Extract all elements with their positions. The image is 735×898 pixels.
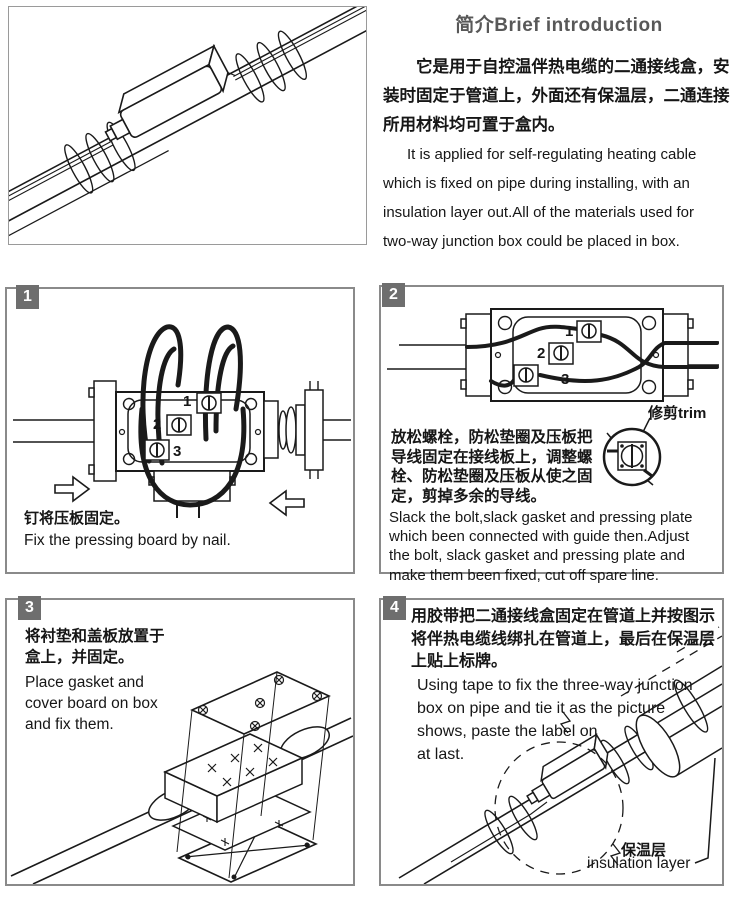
insulation-tube [635, 665, 722, 778]
trim-label: 修剪trim [648, 405, 707, 422]
heating-cable [450, 801, 548, 863]
cable-ties [484, 679, 709, 855]
junction-box [104, 43, 229, 142]
step1-caption-en: Fix the pressing board by nail. [24, 532, 231, 549]
step-number-badge: 4 [383, 596, 406, 620]
pipe-with-junction-box-drawing [9, 7, 366, 244]
overview-figure [8, 6, 367, 245]
insulation-label-zh: 保温层 [621, 842, 667, 859]
box-body [163, 733, 304, 824]
cable-ties-right [235, 30, 307, 103]
trim-inset [602, 417, 662, 487]
screw-label-2: 2 [537, 345, 546, 362]
pipe-bottom-edge [9, 9, 366, 241]
step-number-badge: 3 [18, 596, 41, 620]
guide-lines [176, 671, 330, 879]
step-number-badge: 1 [16, 285, 39, 309]
arrow-left-icon [268, 489, 305, 517]
intro-paragraph-zh: 它是用于自控温伴热电缆的二通接线盒，安 装时固定于管道上，外面还有保温层，二通连… [383, 58, 730, 134]
dashed-circle [494, 741, 624, 875]
pipe-near-edge [9, 149, 169, 244]
cable-ties-left [64, 121, 136, 194]
step-number-badge: 2 [382, 283, 405, 307]
break-mark-bottom [609, 843, 622, 866]
trim-leader-line [642, 417, 651, 433]
step2-diagram [387, 308, 719, 487]
step-panel-2: 2 [379, 283, 724, 584]
heating-cable [9, 141, 111, 222]
step4-caption-en: Using tape to fix the three-way junction… [417, 677, 693, 763]
screw-label-3: 3 [561, 371, 570, 388]
break-mark-top [559, 711, 572, 734]
pipe-bottom-edge [423, 705, 722, 884]
step-panel-1: 1 [5, 285, 355, 574]
intro-title: 简介Brief introduction [455, 15, 663, 36]
screw-label-3: 3 [173, 443, 182, 460]
step-panel-4: 4 [379, 596, 724, 886]
step2-caption-en: Slack the bolt,slack gasket and pressing… [389, 509, 693, 584]
screw-label-1: 1 [183, 393, 192, 410]
step3-caption-zh: 将衬垫和盖板放置于 盒上，并固定。 [25, 628, 165, 666]
step1-diagram [13, 324, 351, 518]
right-gland-assembly [263, 389, 324, 471]
left-end-plate [88, 380, 117, 482]
step-panel-3: 3 [5, 596, 355, 886]
step3-diagram [10, 671, 353, 884]
left-end-plate [465, 313, 492, 397]
cover-board [190, 671, 331, 735]
screw-label-2: 2 [153, 416, 162, 433]
arrow-right-icon [54, 475, 91, 503]
right-end-plate [662, 313, 689, 397]
intro-paragraph-en: It is applied for self-regulating heatin… [383, 146, 697, 250]
insulation-label-en: insulation layer [587, 855, 691, 872]
insulation-leader-line [694, 757, 716, 864]
step4-caption-zh: 用胶带把二通接线盒固定在管道上并按图示 将伴热电缆线绑扎在管道上，最后在保温层 … [411, 608, 716, 670]
step1-caption-zh: 钉将压板固定。 [24, 510, 130, 527]
intro-section: 简介Brief introduction 它是用于自控温伴热电缆的二通接线盒，安… [383, 10, 735, 256]
step4-diagram [398, 626, 722, 884]
junction-box [526, 732, 609, 805]
step2-caption-zh: 放松螺栓，防松垫圈及压板把 导线固定在接线板上，调整螺 栓、防松垫圈及压板从使之… [391, 429, 593, 505]
screw-label-1: 1 [565, 323, 574, 340]
dashed-outline [620, 635, 722, 697]
step3-caption-en: Place gasket and cover board on box and … [25, 674, 158, 733]
